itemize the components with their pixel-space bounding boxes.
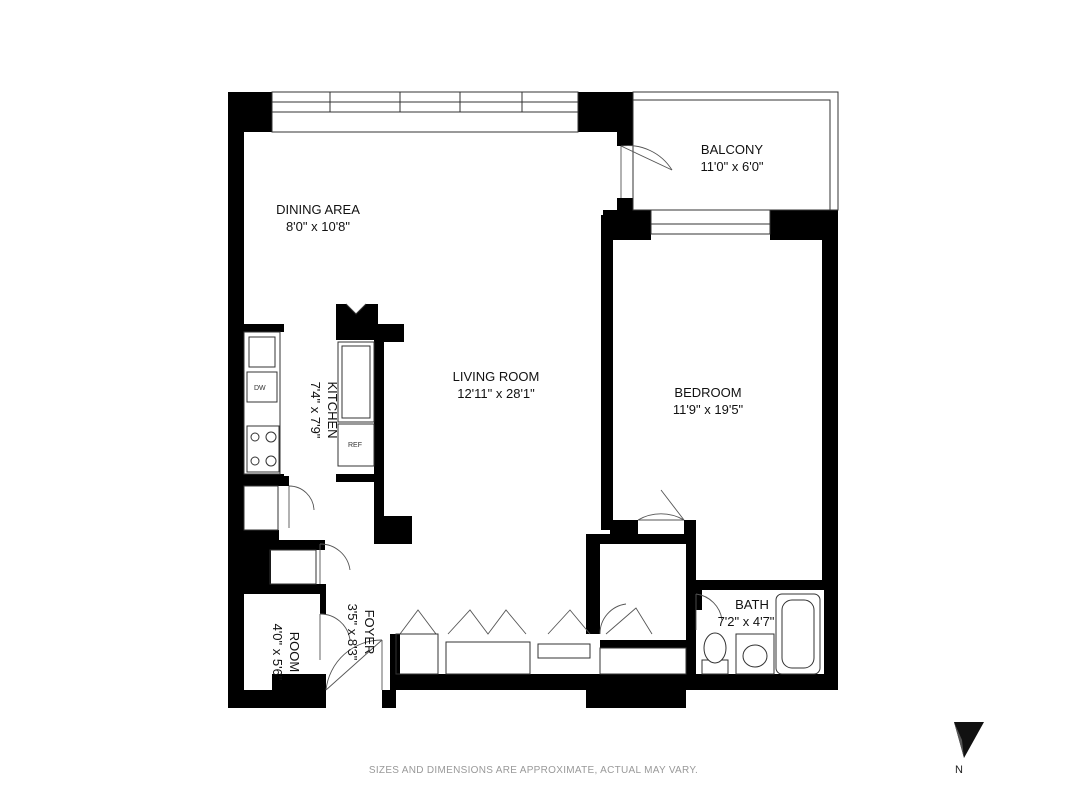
dishwasher-label: DW [254,385,266,392]
kitchen-fixtures: DW REF [243,303,375,475]
top-window [271,91,579,133]
bath-fixtures [701,593,821,675]
balcony-outline [632,91,839,211]
dining-area-dims: 8'0" x 10'8" [286,219,350,234]
doors [288,145,723,691]
refrigerator-icon [337,423,375,467]
closet-shelves [243,485,687,675]
room-name: ROOM [287,632,302,672]
walls [228,92,838,708]
foyer-dims: 3'5" x 8'3" [345,604,360,661]
refrigerator-label: REF [348,442,362,449]
bedroom-name: BEDROOM [674,385,741,400]
living-room-name: LIVING ROOM [453,369,540,384]
bedroom-dims: 11'9" x 19'5" [673,402,744,417]
kitchen-dims: 7'4" x 7'9" [308,382,323,439]
foyer-name: FOYER [362,610,377,655]
compass-label: N [955,764,963,776]
bath-name: BATH [735,597,769,612]
dishwasher-icon [246,371,278,403]
dining-area-name: DINING AREA [276,202,360,217]
sink-icon [248,336,276,368]
room-labels: DINING AREA 8'0" x 10'8" LIVING ROOM 12'… [270,142,775,681]
living-room-dims: 12'11" x 28'1" [457,386,535,401]
bath-dims: 7'2" x 4'7" [718,614,775,629]
kitchen-name: KITCHEN [325,381,340,438]
balcony-dims: 11'0" x 6'0" [700,159,763,174]
room-dims: 4'0" x 5'6" [270,624,285,681]
footer-note: SIZES AND DIMENSIONS ARE APPROXIMATE, AC… [368,765,699,776]
balcony-name: BALCONY [701,142,763,157]
bedroom-window [650,209,771,235]
north-arrow-icon [954,722,984,758]
